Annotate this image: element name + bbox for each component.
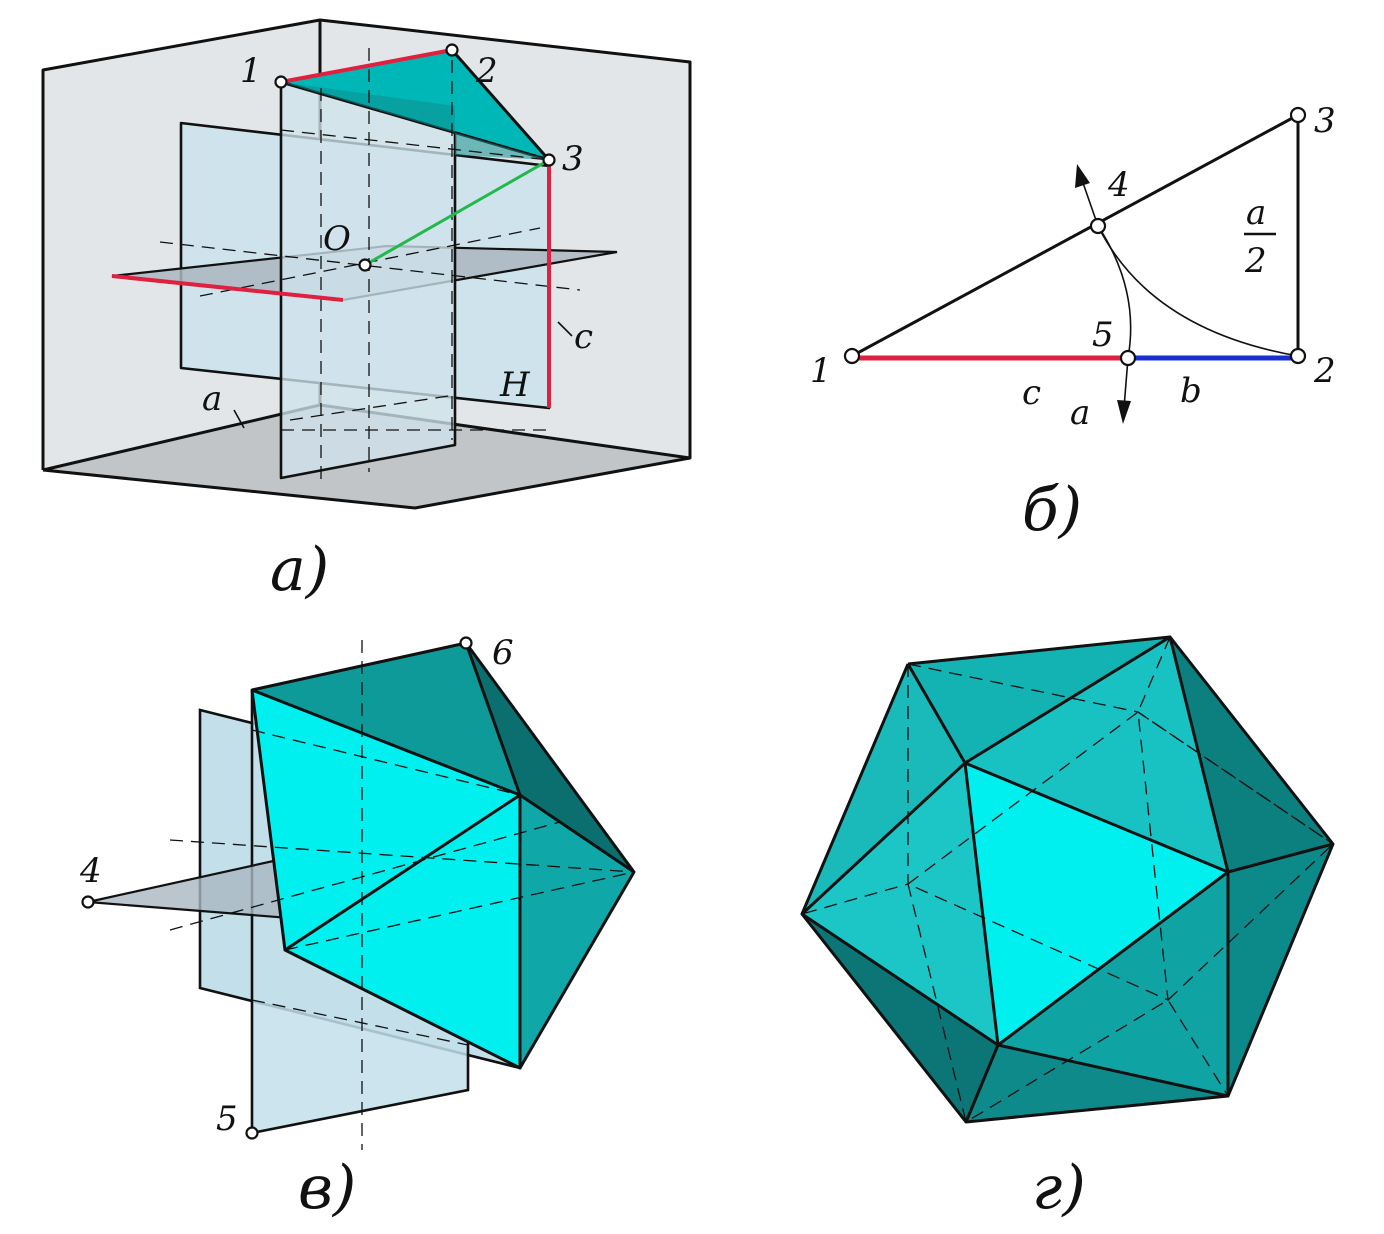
- inner-edges-4: [997, 872, 1230, 1098]
- hidden-edge-1: [251, 729, 521, 796]
- label-point-5: 5: [1092, 315, 1114, 355]
- point-1: [843, 347, 861, 365]
- point-3: [542, 153, 556, 167]
- panel-a: 1 2 3 O c H a а): [41, 18, 692, 605]
- edge-horizontal: [111, 274, 344, 302]
- leader-a: [233, 409, 245, 429]
- face-front-upper: [252, 690, 520, 950]
- label-a: a: [202, 379, 222, 419]
- label-b: b: [1180, 371, 1202, 411]
- label-point-O: O: [323, 219, 351, 259]
- arc-2-4: [1097, 225, 1299, 357]
- edge-6-center: [464, 642, 522, 796]
- label-point-6: 6: [492, 633, 514, 673]
- face-top: [252, 643, 520, 795]
- point-4: [1089, 217, 1107, 235]
- point-2: [1289, 347, 1307, 365]
- hidden-edge-2: [284, 871, 635, 951]
- face-bottom-left: [802, 914, 998, 1122]
- edge-diagonal: [284, 793, 521, 952]
- hidden-edges-center: [907, 710, 1169, 1002]
- label-point-2: 2: [1313, 351, 1336, 391]
- face-center: [965, 763, 1228, 1045]
- point-1: [274, 75, 288, 89]
- label-H: H: [499, 365, 531, 405]
- hidden-edge-right: [1167, 843, 1334, 1001]
- caption-v: в): [298, 1153, 356, 1223]
- point-4: [81, 895, 95, 909]
- label-point-4: 4: [79, 851, 102, 891]
- face-left-upper: [802, 664, 965, 914]
- plane-back-line: [280, 129, 550, 161]
- face-upper-right: [1170, 637, 1333, 872]
- hypotenuse-1-3: [851, 113, 1299, 358]
- label-point-2: 2: [475, 51, 498, 91]
- hidden-edge-top: [1137, 636, 1171, 713]
- label-c: c: [574, 317, 593, 357]
- face-bottom: [966, 1045, 1228, 1122]
- arrow-up-line: [1081, 179, 1099, 227]
- fraction-numerator: a: [1246, 193, 1266, 233]
- label-point-5: 5: [216, 1099, 238, 1139]
- axis-y: [169, 821, 561, 931]
- label-point-1: 1: [810, 351, 832, 391]
- profile-plane: [279, 80, 457, 480]
- arrow-down-line: [1123, 357, 1129, 409]
- point-5: [245, 1126, 259, 1140]
- label-a: a: [1070, 393, 1090, 433]
- box-outline: [41, 18, 692, 510]
- label-point-4: 4: [1107, 165, 1130, 205]
- panel-v: 4 5 6 в): [79, 633, 636, 1223]
- point-O: [358, 258, 372, 272]
- hidden-edge-3: [251, 999, 469, 1046]
- face-lower-right: [998, 872, 1228, 1096]
- leader-c: [557, 321, 573, 337]
- inner-edges-1: [906, 635, 1334, 874]
- face-top-center: [965, 637, 1228, 872]
- face-top-left: [908, 637, 1170, 763]
- caption-b: б): [1022, 475, 1082, 545]
- edge-1-2: [280, 48, 453, 84]
- point-6: [459, 636, 473, 650]
- face-front-lower: [285, 795, 520, 1068]
- caption-a: а): [270, 535, 329, 605]
- floor-dash: [289, 394, 456, 421]
- arrow-down-head: [1117, 400, 1131, 424]
- face-left-middle: [802, 763, 998, 1045]
- segment-O-3: [364, 158, 550, 267]
- face-123-lower: [281, 82, 549, 160]
- box-floor-edge: [42, 403, 321, 472]
- caption-g: г): [1032, 1153, 1086, 1223]
- axis-x: [169, 839, 635, 873]
- arrow-up-head: [1075, 164, 1090, 188]
- fraction-denominator: 2: [1244, 241, 1267, 281]
- label-point-3: 3: [562, 139, 584, 179]
- point-5: [1119, 349, 1137, 367]
- solid-outline: [250, 641, 636, 1070]
- point-3: [1289, 106, 1307, 124]
- label-point-3: 3: [1314, 101, 1336, 141]
- label-c: c: [1022, 373, 1041, 413]
- label-point-1: 1: [240, 51, 262, 91]
- arc-4-5: [1097, 225, 1132, 359]
- panel-g: г): [800, 635, 1335, 1223]
- panel-b: 1 2 3 4 5 c a b a 2 б): [810, 101, 1336, 545]
- hidden-edge-upper-right: [1137, 711, 1334, 845]
- point-2: [445, 43, 459, 57]
- face-right: [520, 795, 634, 1068]
